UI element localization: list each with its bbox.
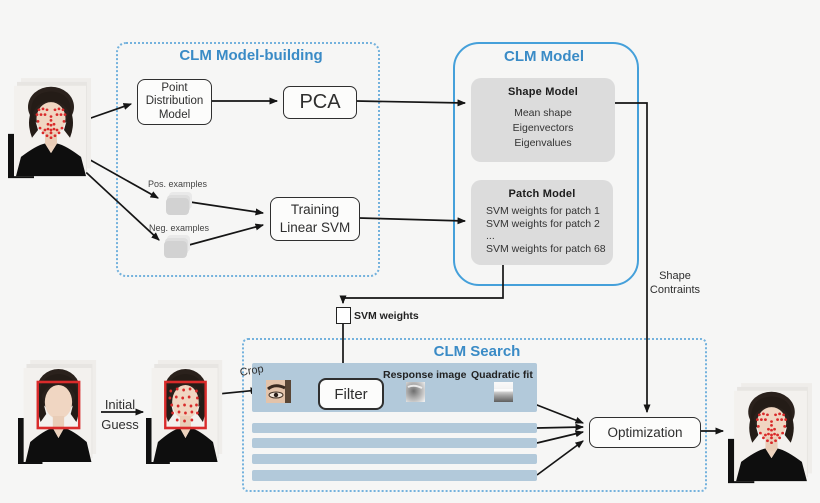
shape-constraints-label: Shape Contraints [649, 270, 701, 296]
patch-model-item: SVM weights for patch 1 [486, 205, 600, 217]
neg-examples-patch-stack [164, 235, 190, 258]
shape-model-card: Shape Model Mean shape Eigenvectors Eige… [471, 78, 615, 162]
eye-patch-thumbnail [266, 380, 291, 403]
portrait [25, 369, 92, 462]
patch-model-item: ... [486, 230, 495, 243]
pos-examples-patch-stack [166, 192, 192, 215]
training-face-image [8, 78, 93, 180]
quadratic-fit-label: Quadratic fit [471, 369, 533, 381]
patch-model-item: SVM weights for patch 2 [486, 217, 600, 230]
face-bounding-box [36, 380, 81, 430]
initial-guess-dots [168, 387, 199, 423]
clm-search-title: CLM Search [433, 343, 521, 360]
shape-model-title: Shape Model [507, 86, 579, 98]
svm-weights-label: SVM weights [354, 310, 419, 322]
shape-model-item: Mean shape [514, 107, 572, 119]
landmark-dots [35, 107, 67, 140]
initial-guess-face-image [146, 360, 224, 466]
response-image-label: Response image [383, 369, 467, 381]
shape-model-items: Mean shape Eigenvectors Eigenvalues [471, 106, 615, 152]
landmark-dots [755, 412, 788, 445]
model-building-section [116, 42, 380, 277]
training-linear-svm-node: Training Linear SVM [270, 197, 360, 241]
model-building-title: CLM Model-building [179, 47, 323, 64]
point-distribution-model-node: Point Distribution Model [137, 79, 212, 125]
patch-model-title: Patch Model [508, 188, 576, 200]
shape-model-item: Eigenvalues [514, 137, 572, 150]
search-row-3 [252, 438, 537, 448]
clm-search-section [242, 338, 707, 492]
patch-model-card: Patch Model SVM weights for patch 1 SVM … [471, 180, 613, 265]
pca-node: PCA [283, 86, 357, 119]
pos-examples-label: Pos. examples [148, 179, 208, 189]
response-image-thumbnail [406, 382, 425, 402]
initial-guess-label: Initial Guess [101, 397, 139, 433]
quadratic-fit-thumbnail [494, 382, 513, 402]
clm-model-title: CLM Model [504, 48, 584, 65]
shape-model-item: Eigenvectors [512, 122, 574, 135]
fitted-result-face-image [728, 383, 814, 485]
search-row-4 [252, 454, 537, 464]
detected-face-image [18, 360, 98, 466]
face-bounding-box [164, 380, 207, 430]
optimization-node: Optimization [589, 417, 701, 448]
portrait [153, 369, 218, 462]
svm-weights-square [336, 307, 351, 324]
filter-node: Filter [318, 378, 384, 410]
search-row-5 [252, 470, 537, 481]
patch-model-item: SVM weights for patch 68 [486, 242, 606, 255]
patch-model-items: SVM weights for patch 1 SVM weights for … [471, 205, 613, 255]
neg-examples-label: Neg. examples [149, 223, 210, 233]
search-row-2 [252, 423, 537, 433]
